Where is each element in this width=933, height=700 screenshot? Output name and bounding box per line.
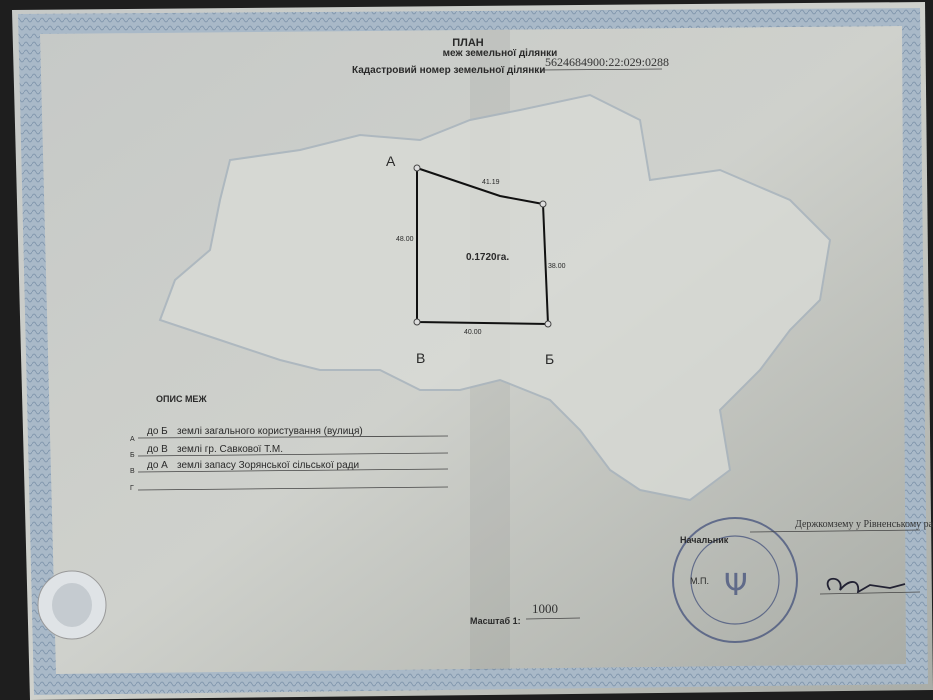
- plan-title: ПЛАН: [452, 37, 484, 49]
- svg-text:землі гр. Савкової Т.М.: землі гр. Савкової Т.М.: [177, 444, 283, 455]
- plan-subtitle: меж земельної ділянки: [443, 48, 558, 59]
- point-v-label: В: [416, 350, 425, 366]
- cadastral-number: 5624684900:22:029:0288: [545, 55, 669, 69]
- point-b-label: Б: [545, 351, 554, 367]
- svg-text:Б: Б: [130, 452, 135, 459]
- boundaries-title: ОПИС МЕЖ: [156, 394, 207, 404]
- svg-text:А: А: [130, 436, 135, 443]
- svg-text:до А: до А: [147, 460, 168, 471]
- svg-text:Г: Г: [130, 485, 134, 492]
- side-a-b-length: 41.19: [482, 179, 500, 186]
- mp-label: М.П.: [690, 576, 709, 586]
- scale-value: 1000: [532, 601, 558, 616]
- svg-text:до Б: до Б: [147, 426, 168, 437]
- side-b-v-length: 40.00: [464, 329, 482, 336]
- svg-text:В: В: [130, 468, 135, 475]
- map-watermark: [158, 93, 832, 502]
- boundary-row: В до А землі запасу Зорянської сільської…: [130, 460, 449, 475]
- trident-icon: Ψ: [724, 568, 748, 603]
- boundary-row: А до Б землі загального користування (ву…: [130, 426, 449, 443]
- org-line: Держкомзему у Рівненському рай: [795, 519, 933, 530]
- side-v-a-length: 48.00: [396, 236, 414, 243]
- boundary-row: Г: [130, 485, 449, 492]
- land-plot-outline: [416, 166, 550, 326]
- signature: [826, 577, 906, 594]
- svg-text:землі запасу Зорянської сільсь: землі запасу Зорянської сільської ради: [177, 460, 359, 471]
- svg-text:землі загального користування: землі загального користування (вулиця): [177, 426, 363, 437]
- boundary-row: Б до В землі гр. Савкової Т.М.: [130, 444, 449, 459]
- side-right-length: 38.00: [548, 263, 566, 270]
- cadastral-label: Кадастровий номер земельної ділянки: [352, 65, 545, 76]
- position-label: Начальник: [680, 535, 729, 545]
- official-stamp: Ψ: [672, 517, 798, 643]
- svg-text:до В: до В: [147, 444, 168, 455]
- plot-area: 0.1720га.: [466, 252, 509, 263]
- point-a-label: А: [386, 153, 396, 169]
- scale-label: Масштаб 1:: [470, 616, 521, 626]
